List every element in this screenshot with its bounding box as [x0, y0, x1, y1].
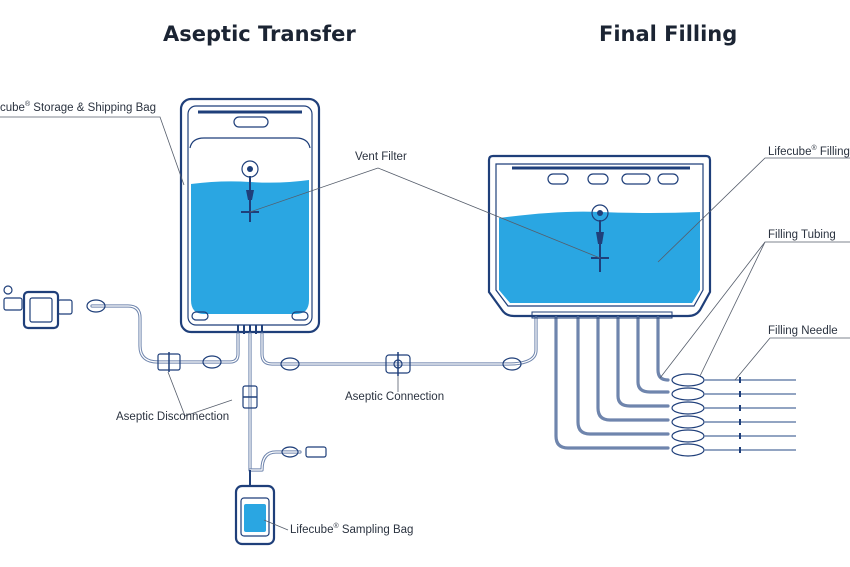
label-vent-filter: Vent Filter	[355, 151, 407, 163]
storage-bag-dip-tube	[241, 160, 259, 222]
registered-mark: ®	[24, 101, 31, 108]
label-sampling-bag-suffix: Sampling Bag	[338, 523, 414, 536]
leader-filling-tubing-2	[699, 241, 766, 377]
label-sampling-bag: Lifecube® Sampling Bag	[290, 523, 413, 536]
filling-needle	[671, 373, 796, 387]
filling-needles	[671, 373, 796, 457]
heading-final-filling: Final Filling	[599, 22, 738, 46]
sampling-bag-liquid	[244, 504, 266, 532]
filling-needle	[671, 443, 796, 457]
label-filling-tubing: Filling Tubing	[768, 229, 836, 241]
label-storage-bag-suffix: Storage & Shipping Bag	[30, 101, 157, 114]
label-filling-bag-name: Lifecube	[768, 145, 812, 158]
label-aseptic-disconnection: Aseptic Disconnection	[116, 411, 230, 423]
registered-mark: ®	[333, 523, 339, 530]
label-aseptic-connection: Aseptic Connection	[345, 391, 445, 403]
sampling-bag	[234, 470, 276, 546]
filling-manifold	[531, 311, 673, 450]
pump	[3, 285, 73, 330]
storage-shipping-bag	[179, 97, 321, 334]
filling-needle	[671, 401, 796, 415]
leader-filling-needle	[734, 337, 850, 381]
aseptic-connection-connector	[385, 352, 411, 376]
label-sampling-bag-name: Lifecube	[290, 523, 334, 536]
storage-bag-liquid	[191, 180, 309, 314]
aseptic-disconnection-connector	[157, 352, 258, 409]
leader-filling-bag	[657, 157, 850, 263]
filling-needle	[671, 429, 796, 443]
transfer-tubing	[90, 304, 538, 472]
filling-bag	[487, 154, 712, 318]
leader-lines	[0, 116, 850, 531]
registered-mark: ®	[811, 145, 817, 152]
label-filling-bag-suffix: Filling	[816, 145, 850, 158]
leader-vent-filter-left	[249, 167, 379, 213]
label-storage-shipping-bag: cube® Storage & Shipping Bag	[0, 101, 156, 114]
filling-needle	[671, 387, 796, 401]
label-filling-needle: Filling Needle	[768, 325, 838, 337]
tubing-clamps	[86, 299, 522, 458]
label-filling-bag: Lifecube® Filling	[768, 145, 850, 158]
leader-sampling-bag	[263, 519, 289, 531]
leader-disconnection-2	[167, 371, 186, 417]
filling-bag-dip-tube	[591, 204, 609, 272]
leader-storage-bag	[0, 116, 185, 186]
leader-disconnection-1	[184, 399, 233, 417]
heading-aseptic-transfer: Aseptic Transfer	[163, 22, 356, 46]
leader-vent-filter-right	[377, 167, 601, 259]
label-storage-bag-name: cube	[0, 101, 25, 114]
filling-needle	[671, 415, 796, 429]
